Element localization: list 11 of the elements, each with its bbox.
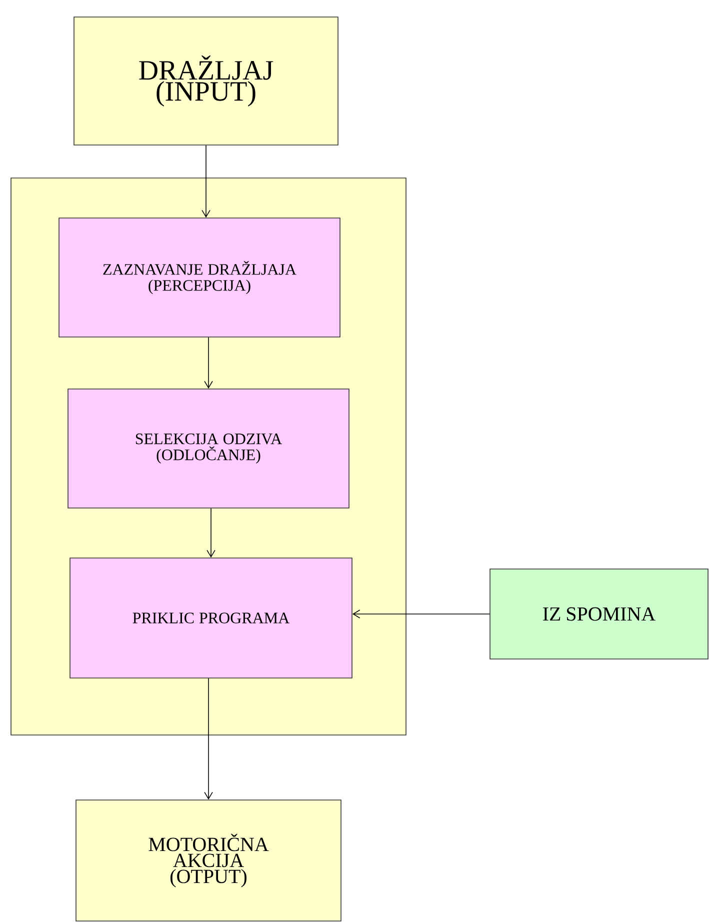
arrow <box>202 145 210 218</box>
process-box: SELEKCIJA ODZIVA (ODLOČANJE) <box>68 388 350 508</box>
memory-box: IZ SPOMINA <box>490 568 708 660</box>
process-box: PRIKLIC PROGRAMA <box>70 558 352 678</box>
input-box: DRAŽLJAJ (INPUT) <box>74 16 338 146</box>
output-box: MOTORIČNA AKCIJA (OTPUT) <box>76 800 342 922</box>
arrow <box>204 678 213 800</box>
arrow <box>352 610 490 618</box>
arrow <box>204 337 213 389</box>
arrow <box>206 508 216 558</box>
process-box: ZAZNAVANJE DRAŽLJAJA (PERCEPCIJA) <box>58 218 340 338</box>
